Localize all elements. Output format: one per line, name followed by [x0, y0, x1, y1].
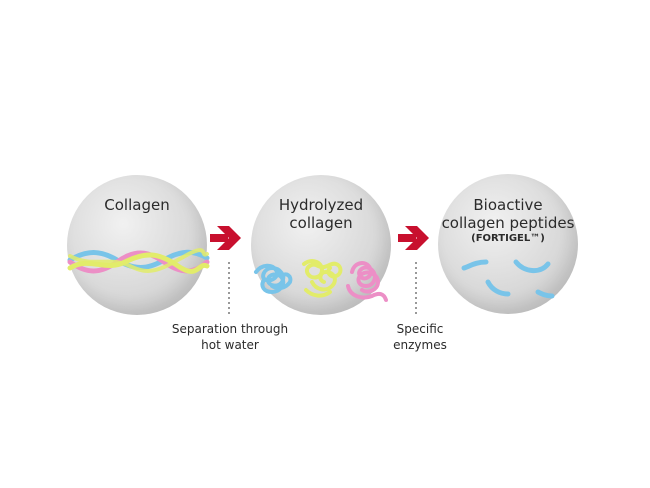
process-caption-hot-water: Separation through hot water [160, 321, 300, 353]
process-caption-enzymes: Specific enzymes [370, 321, 470, 353]
caption-line: enzymes [393, 338, 447, 352]
caption-line: Specific [396, 322, 444, 336]
step-title-line: Bioactive [473, 196, 543, 214]
arrow-right-icon [210, 226, 241, 250]
peptides-sphere [438, 174, 578, 314]
collagen-triple-helix-icon [67, 248, 210, 274]
step-title-line: collagen peptides [441, 214, 575, 232]
hydrolyzed-coil-icon [302, 259, 343, 298]
step-title-peptides: Bioactive collagen peptides (FORTIGEL™) [428, 196, 588, 245]
step-subtitle-fortigel: (FORTIGEL™) [471, 233, 545, 244]
hydrolyzed-coil-icon [346, 261, 388, 302]
caption-line: hot water [201, 338, 259, 352]
hydrolyzed-coil-icon [254, 263, 293, 294]
step-title-line: collagen [289, 214, 353, 232]
step-title-collagen: Collagen [67, 196, 207, 214]
collagen-sphere [67, 175, 207, 315]
step-title-line: Hydrolyzed [278, 196, 364, 214]
step-title-line: Collagen [104, 196, 170, 214]
arrow-right-icon [398, 226, 429, 250]
step-title-hydrolyzed: Hydrolyzed collagen [251, 196, 391, 232]
caption-line: Separation through [171, 322, 289, 336]
peptide-fragment-icon [461, 259, 555, 299]
